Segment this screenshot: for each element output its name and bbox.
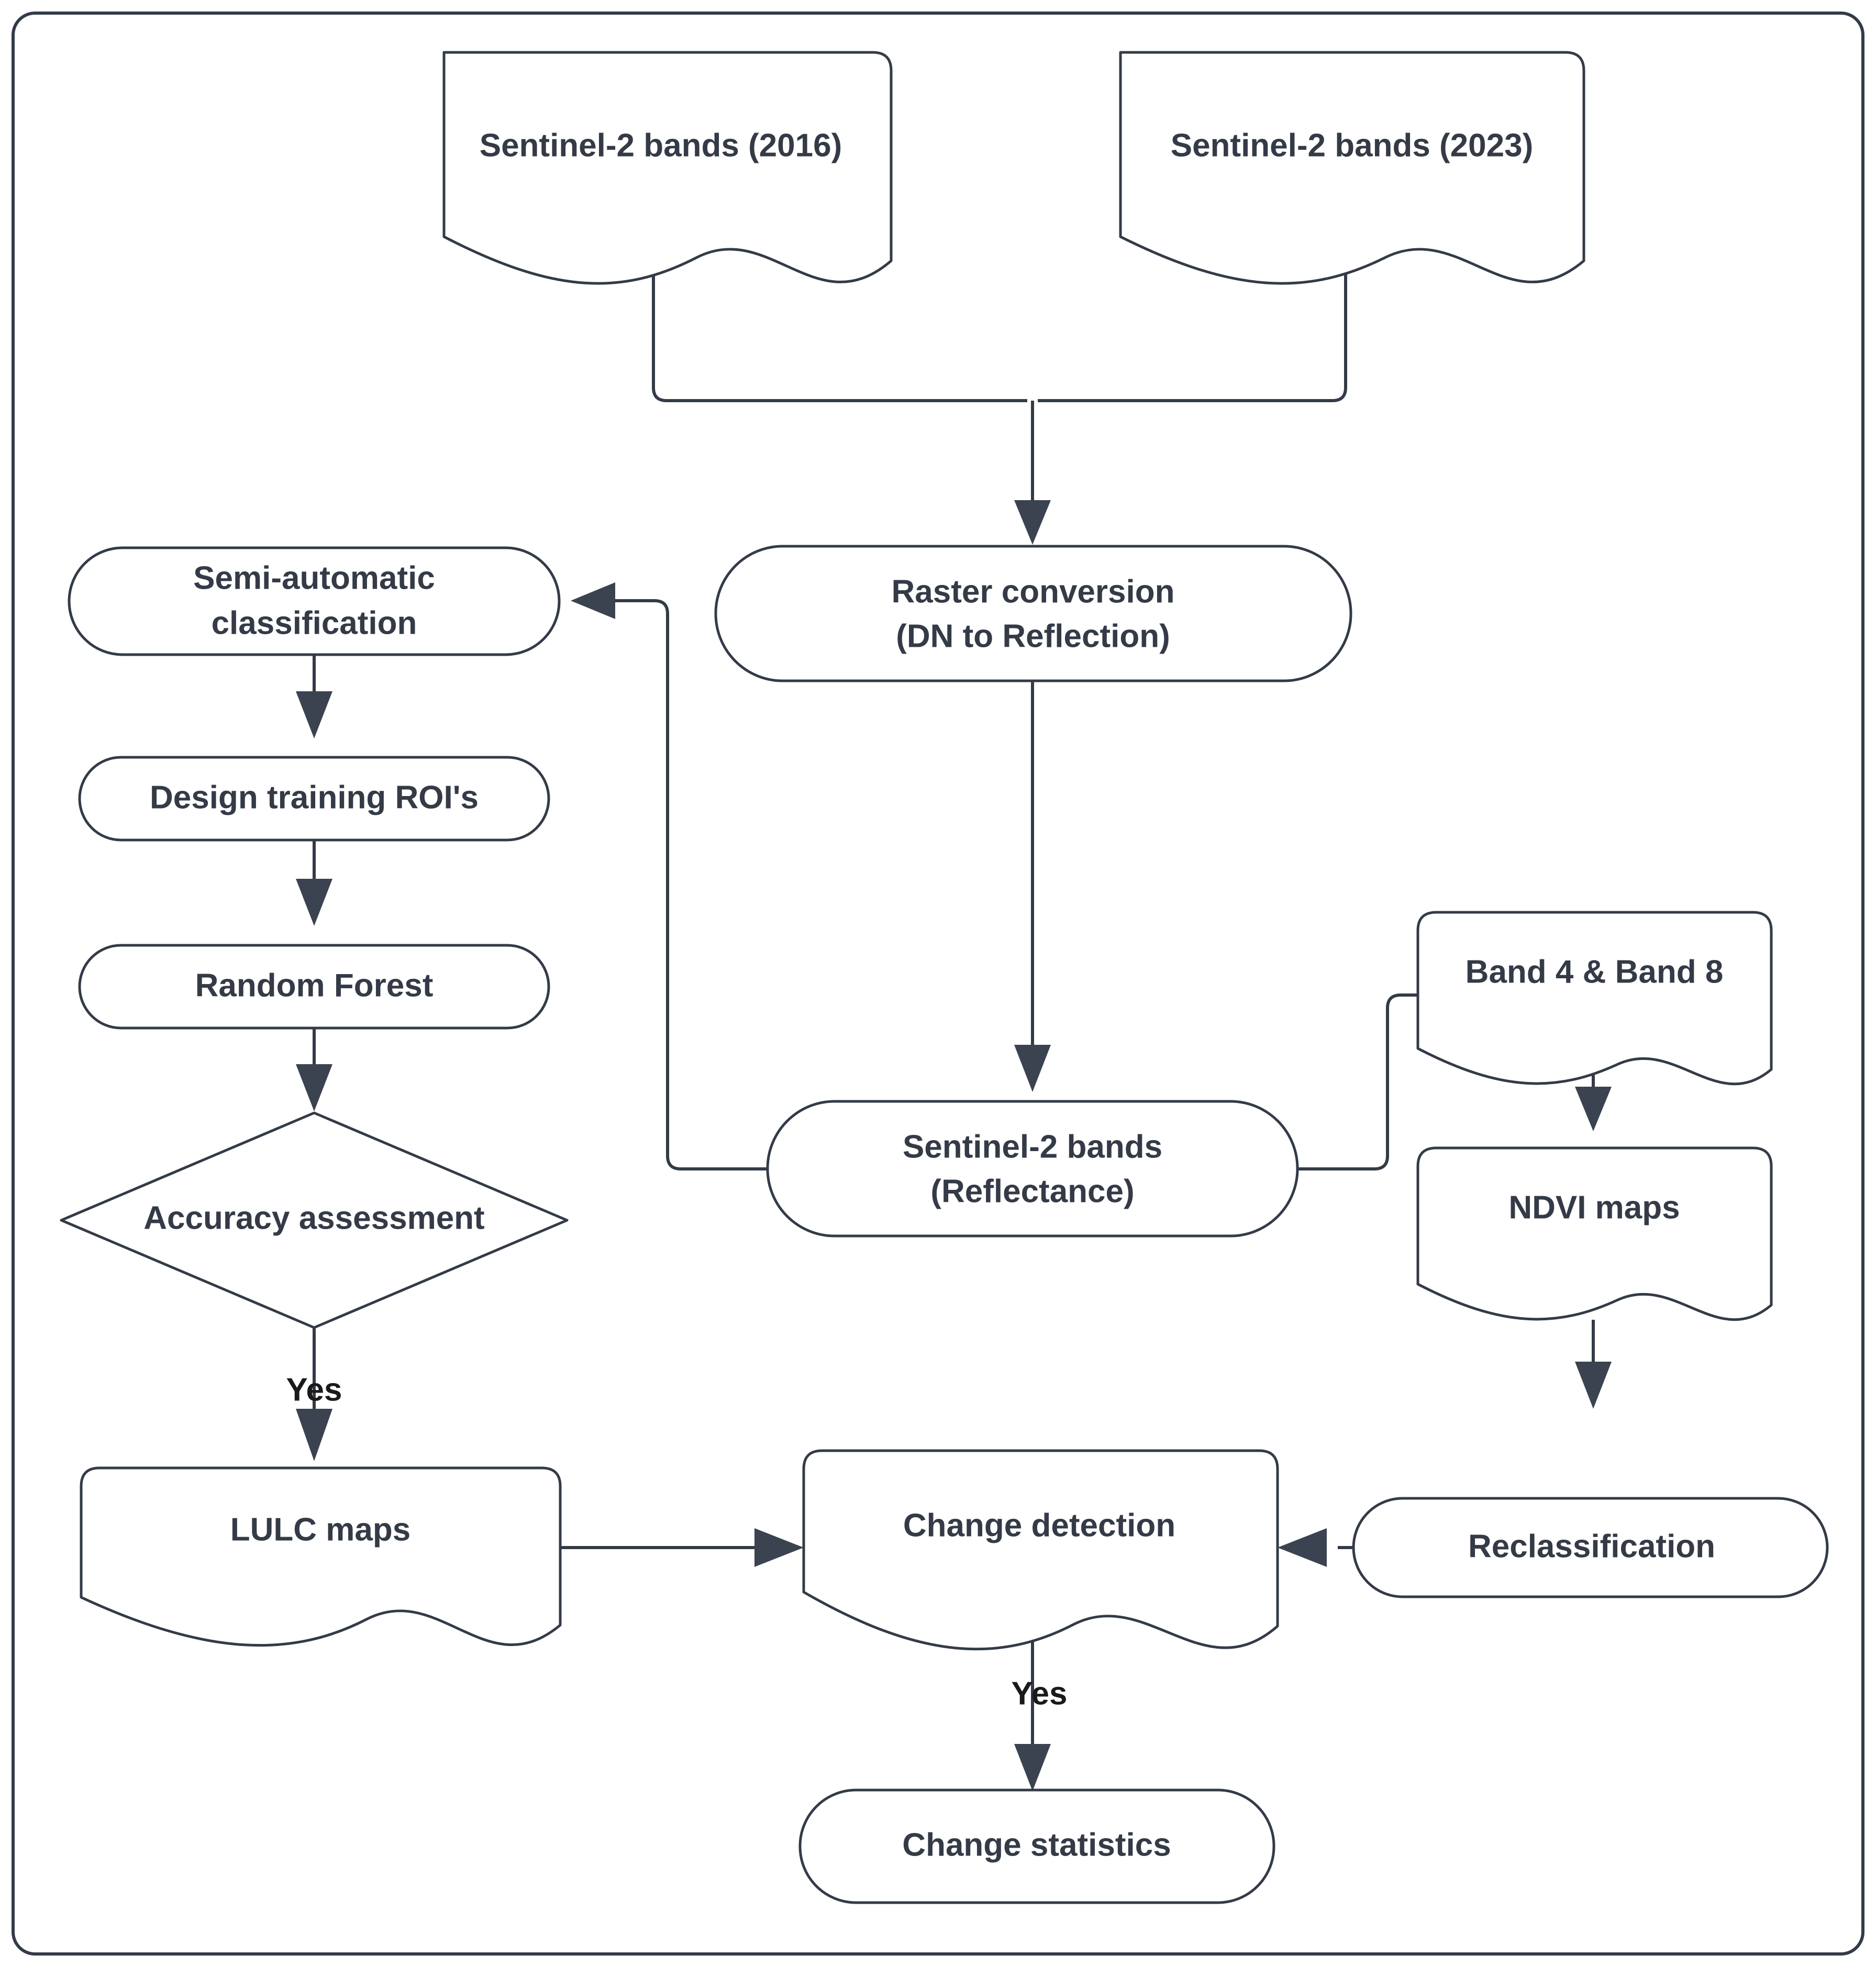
sentinel-reflectance-label-line2: (Reflectance) <box>930 1173 1134 1209</box>
random-forest-shape <box>78 944 550 1030</box>
arrowhead-accuracy <box>296 1064 332 1111</box>
sentinel-2016-label: Sentinel-2 bands (2016) <box>480 127 842 163</box>
sentinel-2023-shape <box>1119 51 1585 285</box>
arrowhead-reclassification <box>1575 1362 1612 1409</box>
arrowhead-changedetection-right <box>1278 1528 1327 1567</box>
arrowhead-changestatistics <box>1014 1744 1051 1791</box>
semi-automatic-classification-shape <box>68 546 561 656</box>
raster-conversion-label-line2: (DN to Reflection) <box>896 618 1170 654</box>
node-raster-conversion[interactable]: Raster conversion (DN to Reflection) <box>714 545 1352 682</box>
sentinel-2023-label: Sentinel-2 bands (2023) <box>1171 127 1534 163</box>
node-reclassification[interactable]: Reclassification <box>1352 1497 1829 1598</box>
ndvi-maps-shape <box>1416 1146 1773 1321</box>
random-forest-label: Random Forest <box>195 967 434 1003</box>
arrowhead-designroi <box>296 691 332 738</box>
raster-conversion-label-line1: Raster conversion <box>892 573 1175 610</box>
arrowhead-semiauto <box>571 582 615 619</box>
accuracy-assessment-shape <box>60 1111 569 1329</box>
semi-automatic-classification-label-line2: classification <box>212 605 417 641</box>
arrowhead-ndvi <box>1575 1087 1612 1131</box>
edge-sentinel2023-to-merge <box>1038 262 1347 402</box>
reclassification-label: Reclassification <box>1468 1528 1715 1564</box>
sentinel-reflectance-shape <box>766 1100 1299 1238</box>
band-4-8-shape <box>1416 911 1773 1086</box>
node-change-detection[interactable]: Change detection <box>802 1449 1279 1651</box>
edge-label-change-yes: Yes <box>1012 1675 1068 1711</box>
reclassification-shape <box>1352 1497 1829 1598</box>
change-statistics-shape <box>798 1788 1275 1904</box>
node-ndvi-maps[interactable]: NDVI maps <box>1416 1146 1773 1321</box>
node-random-forest[interactable]: Random Forest <box>78 944 550 1030</box>
change-statistics-label: Change statistics <box>902 1827 1171 1863</box>
arrowhead-changedetection-left <box>754 1528 804 1567</box>
node-change-statistics[interactable]: Change statistics <box>798 1788 1275 1904</box>
design-training-roi-label: Design training ROI's <box>150 779 479 815</box>
node-sentinel-2023[interactable]: Sentinel-2 bands (2023) <box>1119 51 1585 285</box>
sentinel-2016-shape <box>442 51 893 285</box>
node-accuracy-assessment[interactable]: Accuracy assessment <box>60 1111 569 1329</box>
edge-sentinel2016-to-merge <box>652 262 1027 402</box>
node-design-training-roi[interactable]: Design training ROI's <box>78 756 550 842</box>
raster-conversion-shape <box>714 545 1352 682</box>
sentinel-reflectance-label-line1: Sentinel-2 bands <box>903 1129 1162 1165</box>
arrowhead-randomforest <box>296 879 332 926</box>
edge-reflectance-to-band48 <box>1297 993 1436 1170</box>
ndvi-maps-label: NDVI maps <box>1508 1189 1680 1225</box>
arrowhead-reflectance <box>1014 1045 1051 1092</box>
change-detection-shape <box>802 1449 1279 1651</box>
change-detection-label: Change detection <box>903 1507 1175 1543</box>
node-band-4-8[interactable]: Band 4 & Band 8 <box>1416 911 1773 1086</box>
node-sentinel-reflectance[interactable]: Sentinel-2 bands (Reflectance) <box>766 1100 1299 1238</box>
node-semi-automatic-classification[interactable]: Semi-automatic classification <box>68 546 561 656</box>
edge-label-accuracy-yes: Yes <box>286 1372 342 1408</box>
semi-automatic-classification-label-line1: Semi-automatic <box>193 560 435 596</box>
edge-reflectance-to-semiauto <box>603 599 768 1170</box>
arrowhead-raster-conversion <box>1014 500 1051 545</box>
lulc-maps-label: LULC maps <box>230 1511 410 1548</box>
node-lulc-maps[interactable]: LULC maps <box>80 1466 562 1647</box>
lulc-maps-shape <box>80 1466 562 1647</box>
arrowhead-lulc <box>296 1409 332 1461</box>
node-sentinel-2016[interactable]: Sentinel-2 bands (2016) <box>442 51 893 285</box>
band-4-8-label: Band 4 & Band 8 <box>1466 954 1724 990</box>
design-training-roi-shape <box>78 756 550 842</box>
accuracy-assessment-label: Accuracy assessment <box>143 1200 484 1236</box>
